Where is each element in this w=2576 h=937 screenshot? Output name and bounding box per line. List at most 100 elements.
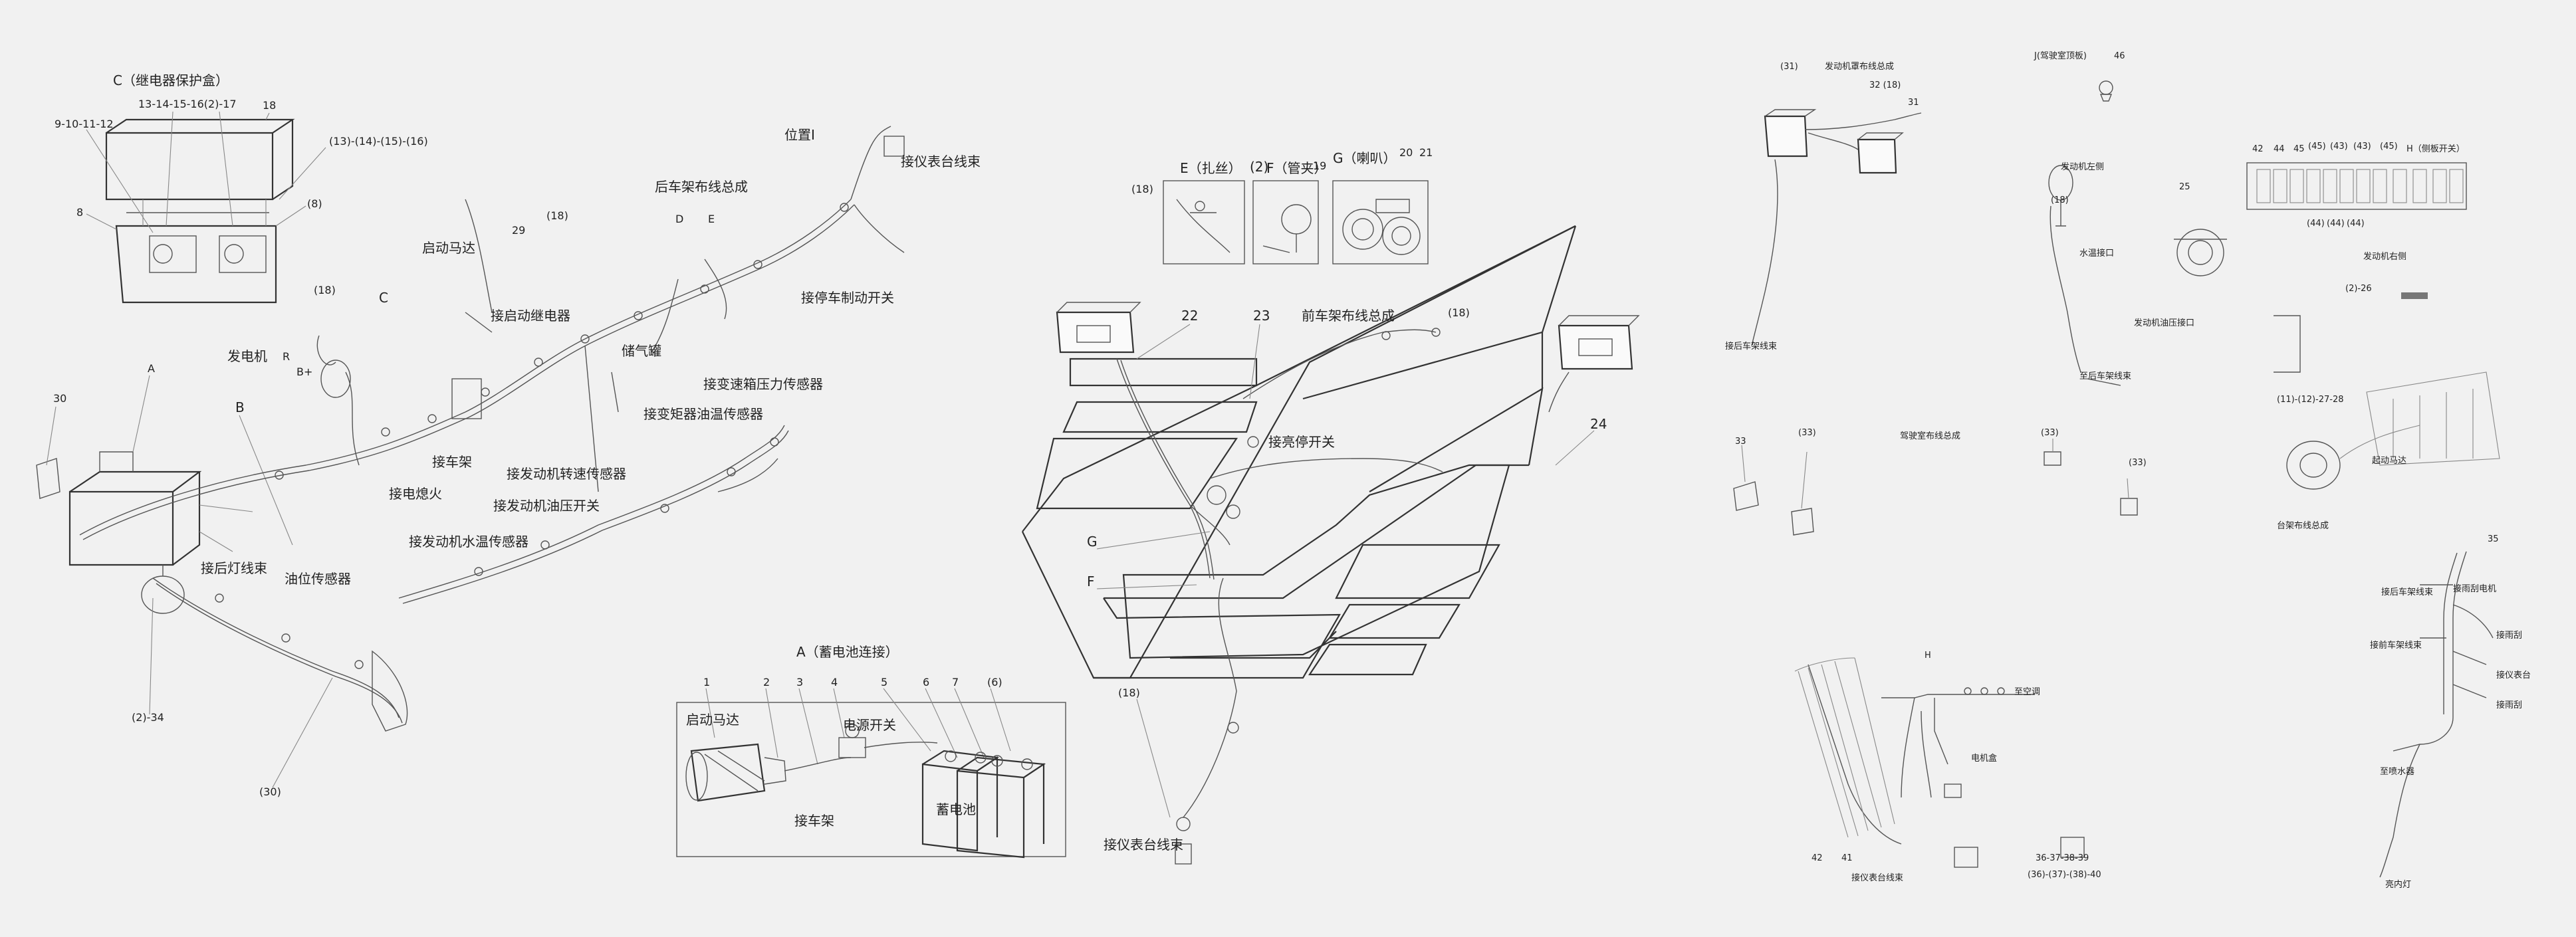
right-light-on: 亮内灯 bbox=[2385, 879, 2411, 890]
right-part-H: H bbox=[1925, 651, 1931, 661]
right-to-wiper: 接雨刮 bbox=[2496, 630, 2522, 641]
to-dash-harness: 接仪表台线束 bbox=[901, 154, 981, 169]
right-detail-H: H（侧板开关） bbox=[2406, 144, 2465, 154]
center-part-18c: (18) bbox=[1118, 686, 1140, 699]
right-to-dash-harness: 接仪表台线束 bbox=[1851, 873, 1903, 883]
fuel-level-sensor: 油位传感器 bbox=[285, 571, 351, 587]
right-p46: 46 bbox=[2114, 51, 2125, 61]
right-tiny-45: 45 bbox=[2293, 144, 2305, 154]
starter-motor-drawing bbox=[685, 743, 786, 802]
battery-num-4: 4 bbox=[831, 676, 838, 688]
generator-drawing bbox=[316, 335, 360, 466]
battery-num-2: 2 bbox=[763, 676, 770, 688]
right-p33c: (33) bbox=[2041, 428, 2059, 438]
battery-detail-title: A（蓄电池连接） bbox=[796, 644, 899, 660]
battery-num-3: 3 bbox=[796, 676, 803, 688]
cab-harness-mid bbox=[1733, 439, 2138, 536]
right-to-aircon: 至空调 bbox=[2014, 687, 2040, 697]
battery-num-1: 1 bbox=[703, 676, 710, 688]
right-p33b: (33) bbox=[1798, 428, 1816, 438]
cab-interior-sketch bbox=[1794, 657, 2085, 868]
right-p36-40: (36)-(37)-(38)-40 bbox=[2028, 870, 2101, 880]
center-label-G: G bbox=[1087, 534, 1098, 550]
battery-detail-panel: A（蓄电池连接） 1 2 3 4 5 6 7 (6) 启动马达 电源开关 bbox=[676, 644, 1066, 859]
right-p31a: (31) bbox=[1780, 62, 1798, 72]
detail-A: A bbox=[148, 362, 155, 375]
part-30: 30 bbox=[53, 392, 66, 405]
right-tiny-45b: (45) bbox=[2308, 142, 2326, 152]
engine-hood-lights bbox=[1751, 109, 1922, 346]
to-frame: 接车架 bbox=[432, 454, 472, 470]
battery-num-6: 6 bbox=[923, 676, 929, 688]
right-tiny-45c: (45) bbox=[2380, 142, 2398, 152]
rear-frame-harness-route bbox=[79, 126, 905, 732]
center-detail-G: G（喇叭） bbox=[1333, 150, 1397, 166]
to-engine-water-temp: 接发动机水温传感器 bbox=[409, 534, 528, 550]
right-p36-39: 36-37-38-39 bbox=[2036, 853, 2089, 863]
right-p2-26: (2)-26 bbox=[2345, 284, 2372, 294]
center-part-23: 23 bbox=[1253, 308, 1270, 324]
right-detail-J: J(驾驶室顶板) bbox=[2034, 51, 2087, 61]
center-to-dash-harness: 接仪表台线束 bbox=[1104, 837, 1183, 853]
center-part-20: 20 bbox=[1399, 146, 1413, 159]
to-horn-switch: 接亮停开关 bbox=[1268, 434, 1335, 450]
center-part-24: 24 bbox=[1590, 416, 1607, 432]
center-detail-F-num: (2) bbox=[1250, 159, 1268, 175]
center-part-18b: (18) bbox=[1448, 306, 1470, 319]
relay-part-8: 8 bbox=[76, 206, 83, 219]
right-p41: 41 bbox=[1841, 853, 1853, 863]
to-converter-temp: 接变矩器油温传感器 bbox=[644, 406, 763, 422]
right-panel: (31) 发动机罩布线总成 32 (18) 31 J(驾驶室顶板) 46 42 … bbox=[1725, 51, 2531, 890]
right-engine-oil-port: 发动机油压接口 bbox=[2134, 318, 2194, 328]
to-rear-light-harness: 接后灯线束 bbox=[201, 560, 267, 576]
center-part-21: 21 bbox=[1419, 146, 1433, 159]
to-engine-speed: 接发动机转速传感器 bbox=[507, 466, 626, 482]
front-frame-harness-route bbox=[1116, 328, 1570, 865]
right-tiny-43: (43) bbox=[2330, 142, 2348, 152]
right-start-motor: 起动马达 bbox=[2372, 456, 2406, 466]
side-switch-panel bbox=[2246, 162, 2467, 210]
part-18: (18) bbox=[314, 284, 336, 296]
detail-F-frame bbox=[1252, 180, 1319, 264]
relay-bracket-group: (13)-(14)-(15)-(16) bbox=[329, 135, 428, 148]
battery-detail-frame bbox=[676, 702, 1066, 857]
relay-box-drawing bbox=[105, 118, 295, 304]
generator-Bplus: B+ bbox=[296, 365, 312, 378]
right-p32: 32 (18) bbox=[1869, 80, 1901, 90]
center-detail-E: E（扎丝） bbox=[1180, 160, 1242, 176]
center-part-18: (18) bbox=[1131, 183, 1153, 195]
right-tiny-44: 44 bbox=[2274, 144, 2285, 154]
right-to-wiper2: 接雨刮 bbox=[2496, 700, 2522, 710]
part-18-b: (18) bbox=[546, 209, 568, 222]
batteries-drawing bbox=[921, 750, 1046, 859]
to-start-relay: 接启动继电器 bbox=[491, 308, 570, 324]
right-to-rear-frame-harness3: 接后车架线束 bbox=[2381, 587, 2433, 597]
engine-right-sketch bbox=[2174, 229, 2227, 276]
dash-harness-route bbox=[2379, 551, 2494, 878]
cab-outline bbox=[1022, 225, 1577, 679]
relay-part-8b: (8) bbox=[307, 197, 322, 210]
battery-to-frame: 接车架 bbox=[794, 813, 834, 829]
right-to-front-frame-harness: 接前车架线束 bbox=[2370, 640, 2422, 651]
right-engine-left: 发动机左侧 bbox=[2061, 161, 2104, 172]
detail-E: E bbox=[708, 213, 715, 225]
center-panel: E（扎丝） (2) F（管夹） G（喇叭） (18) 19 20 21 bbox=[1022, 146, 1640, 865]
right-chassis-harness: 台架布线总成 bbox=[2277, 521, 2329, 531]
right-to-rear-frame-harness2: 至后车架线束 bbox=[2079, 371, 2131, 381]
right-to-washer: 至喷水器 bbox=[2380, 767, 2414, 777]
relay-parts-row2: 13-14-15-16(2)-17 bbox=[138, 98, 237, 110]
center-part-19: 19 bbox=[1313, 159, 1326, 172]
power-switch-drawing bbox=[784, 724, 938, 772]
to-engine-oil-pressure: 接发动机油压开关 bbox=[493, 498, 600, 514]
center-label-F: F bbox=[1087, 573, 1095, 589]
right-tiny-42: 42 bbox=[2252, 144, 2264, 154]
detail-D: D bbox=[675, 213, 683, 225]
right-motor-label: 电机盒 bbox=[1971, 753, 1997, 764]
starter-motor-label: 启动马达 bbox=[422, 240, 475, 256]
part-2-34: (2)-34 bbox=[132, 711, 164, 724]
detail-E-frame bbox=[1163, 180, 1245, 264]
part-29: 29 bbox=[512, 224, 525, 237]
chassis-harness-sketch bbox=[2274, 315, 2500, 490]
air-tank: 储气罐 bbox=[622, 343, 661, 359]
